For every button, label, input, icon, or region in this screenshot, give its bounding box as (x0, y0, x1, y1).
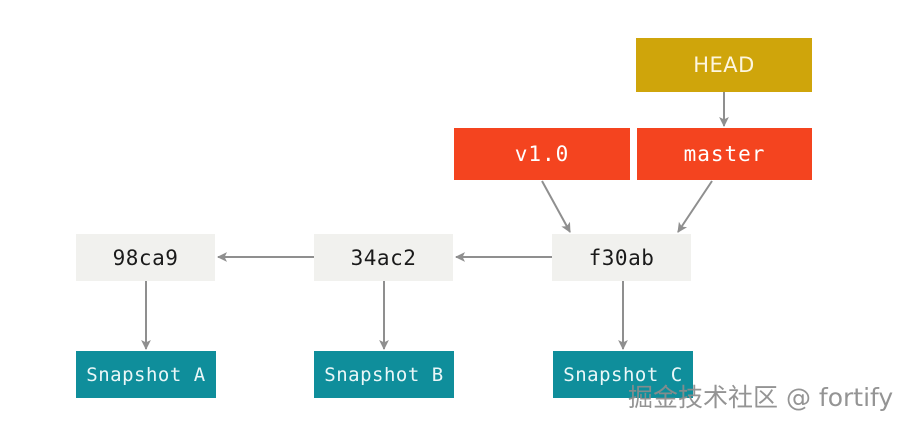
node-head[interactable]: HEAD (636, 38, 812, 92)
node-commit-98ca9[interactable]: 98ca9 (76, 234, 215, 281)
watermark: 掘金技术社区 @ fortify (628, 383, 894, 412)
node-snapshot-c[interactable]: Snapshot C (553, 351, 693, 398)
node-commit-34ac2[interactable]: 34ac2 (314, 234, 453, 281)
edge-master-to-f30ab (677, 180, 713, 233)
node-snapshot-a[interactable]: Snapshot A (76, 351, 216, 398)
node-tag-v1-0[interactable]: v1.0 (454, 128, 630, 180)
node-commit-f30ab[interactable]: f30ab (552, 234, 691, 281)
node-branch-master[interactable]: master (637, 128, 812, 180)
node-snapshot-b[interactable]: Snapshot B (314, 351, 454, 398)
edge-v10-to-f30ab (541, 180, 571, 233)
